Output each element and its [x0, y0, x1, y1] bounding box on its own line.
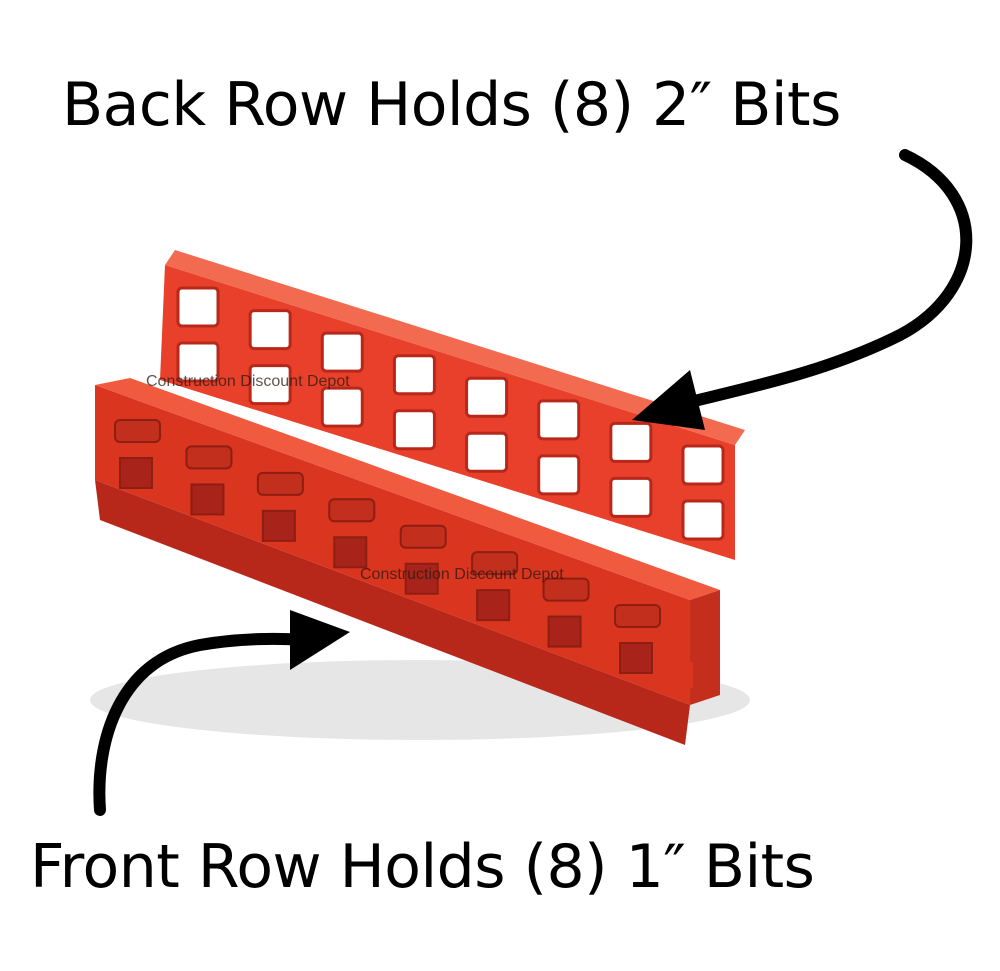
- back-slot: [176, 341, 220, 383]
- watermark: Construction Discount Depot: [360, 566, 564, 583]
- front-slot-clip: [328, 498, 376, 523]
- front-slot-clip: [542, 577, 590, 602]
- back-slot: [248, 364, 292, 406]
- back-slot: [248, 309, 292, 351]
- front-slot-clip: [471, 551, 519, 576]
- front-slot-clip: [185, 445, 233, 470]
- back-row-caption: Back Row Holds (8) 2″ Bits: [62, 70, 841, 140]
- back-slot: [320, 386, 364, 428]
- back-slot: [609, 421, 653, 463]
- back-slot: [537, 399, 581, 441]
- back-slot: [392, 409, 436, 451]
- front-row-caption: Front Row Holds (8) 1″ Bits: [30, 832, 815, 902]
- front-slot: [190, 483, 225, 516]
- front-slot: [333, 536, 368, 569]
- front-slot: [261, 509, 296, 542]
- back-slot: [465, 376, 509, 418]
- end-tab: [655, 662, 693, 688]
- front-slot-clip: [256, 471, 304, 496]
- front-slot: [619, 642, 653, 674]
- back-slot: [681, 499, 725, 541]
- back-slot: [609, 476, 653, 518]
- back-row-arrow: [632, 149, 973, 430]
- front-row-arrow: [93, 610, 350, 816]
- back-slot: [176, 286, 220, 328]
- front-slot-clip: [399, 524, 447, 549]
- front-slot-clip: [614, 604, 661, 628]
- front-slot-clip: [114, 419, 161, 443]
- bit-holder-front-row: [95, 378, 720, 745]
- back-slot: [537, 454, 581, 496]
- front-slot: [547, 615, 582, 648]
- front-slot: [476, 589, 511, 622]
- bit-holder-back-row: [160, 250, 745, 560]
- back-slot: [392, 354, 436, 396]
- front-slot: [119, 457, 153, 489]
- watermark: Construction Discount Depot: [146, 373, 350, 390]
- front-slot: [404, 562, 439, 595]
- back-slot: [681, 444, 725, 486]
- back-slot: [320, 331, 364, 373]
- back-slot: [465, 431, 509, 473]
